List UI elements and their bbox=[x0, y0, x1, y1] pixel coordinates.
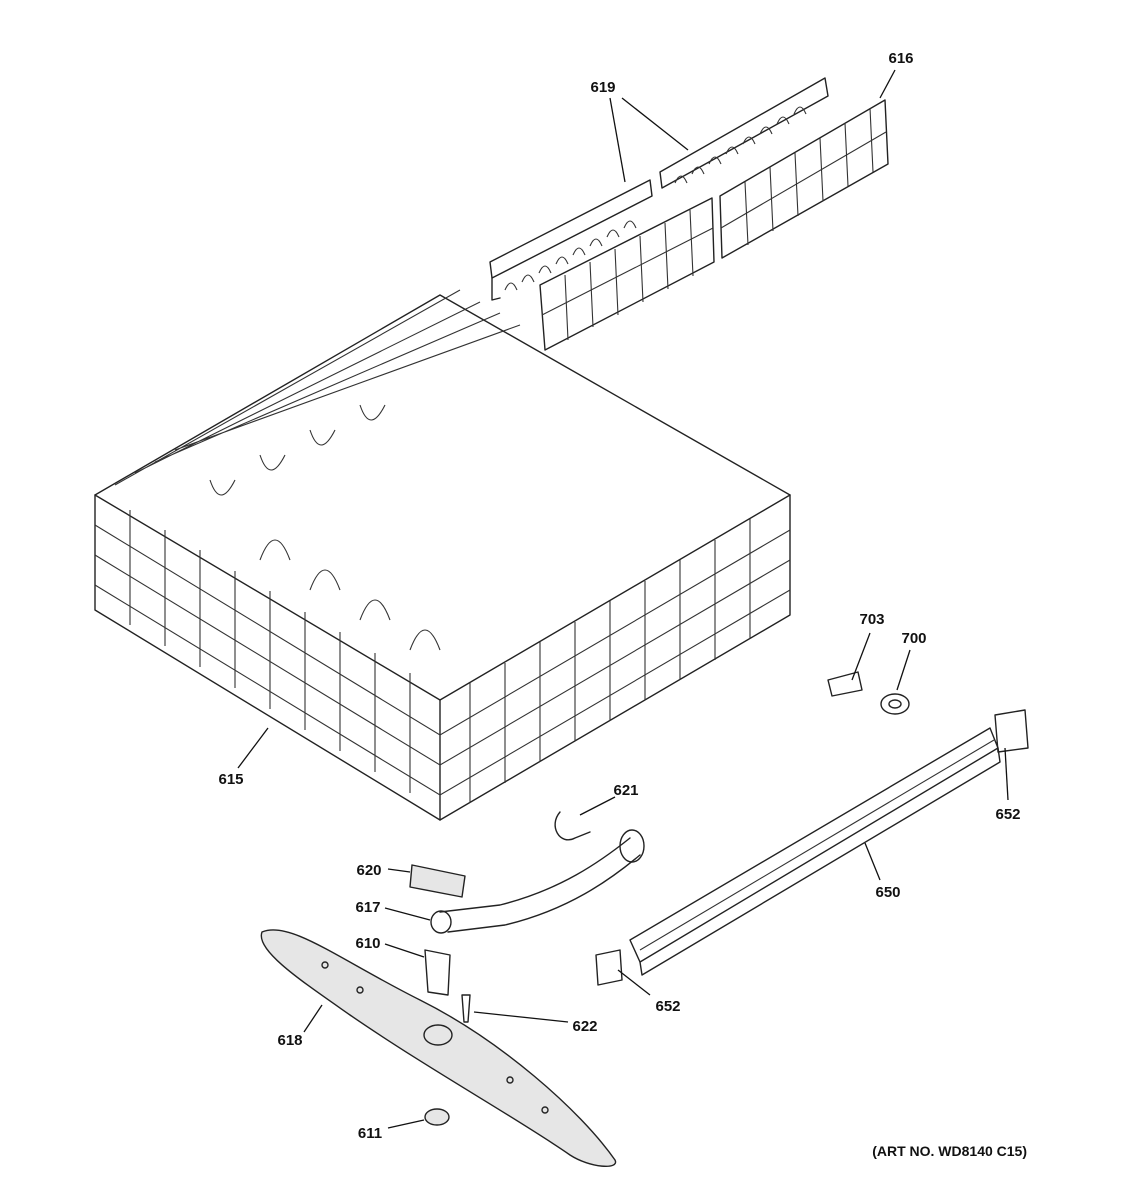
tine-row-parts bbox=[489, 77, 829, 301]
clip-703 bbox=[827, 671, 863, 697]
rail-end-stop-lower bbox=[595, 949, 623, 986]
callout-621: 621 bbox=[613, 782, 638, 799]
clamp-621 bbox=[554, 811, 591, 841]
art-number: (ART NO. WD8140 C15) bbox=[872, 1143, 1027, 1159]
bumper-700 bbox=[880, 693, 910, 715]
spray-arm bbox=[260, 929, 617, 1168]
leader-lines bbox=[237, 69, 1009, 1129]
cap-620 bbox=[409, 864, 466, 898]
callout-615: 615 bbox=[218, 771, 243, 788]
callout-616: 616 bbox=[888, 50, 913, 67]
upper-rack bbox=[94, 289, 791, 821]
callout-617: 617 bbox=[355, 899, 380, 916]
callout-700: 700 bbox=[901, 630, 926, 647]
callout-labels: 619 616 615 703 700 652 621 620 617 610 … bbox=[218, 50, 1020, 1142]
callout-652-lower: 652 bbox=[655, 998, 680, 1015]
spray-tube bbox=[430, 829, 645, 934]
cup-shelf-parts bbox=[539, 99, 889, 351]
cap-611 bbox=[424, 1108, 450, 1126]
callout-622: 622 bbox=[572, 1018, 597, 1035]
callout-620: 620 bbox=[356, 862, 381, 879]
bearing-610 bbox=[424, 949, 451, 996]
callout-650: 650 bbox=[875, 884, 900, 901]
screw-622 bbox=[461, 994, 471, 1023]
callout-619: 619 bbox=[590, 79, 615, 96]
rail-end-stop-upper bbox=[994, 709, 1029, 753]
callout-611: 611 bbox=[358, 1125, 382, 1142]
callout-652-upper: 652 bbox=[995, 806, 1020, 823]
callout-610: 610 bbox=[355, 935, 380, 952]
callout-618: 618 bbox=[277, 1032, 302, 1049]
callout-703: 703 bbox=[859, 611, 884, 628]
rack-rail bbox=[629, 727, 1001, 976]
